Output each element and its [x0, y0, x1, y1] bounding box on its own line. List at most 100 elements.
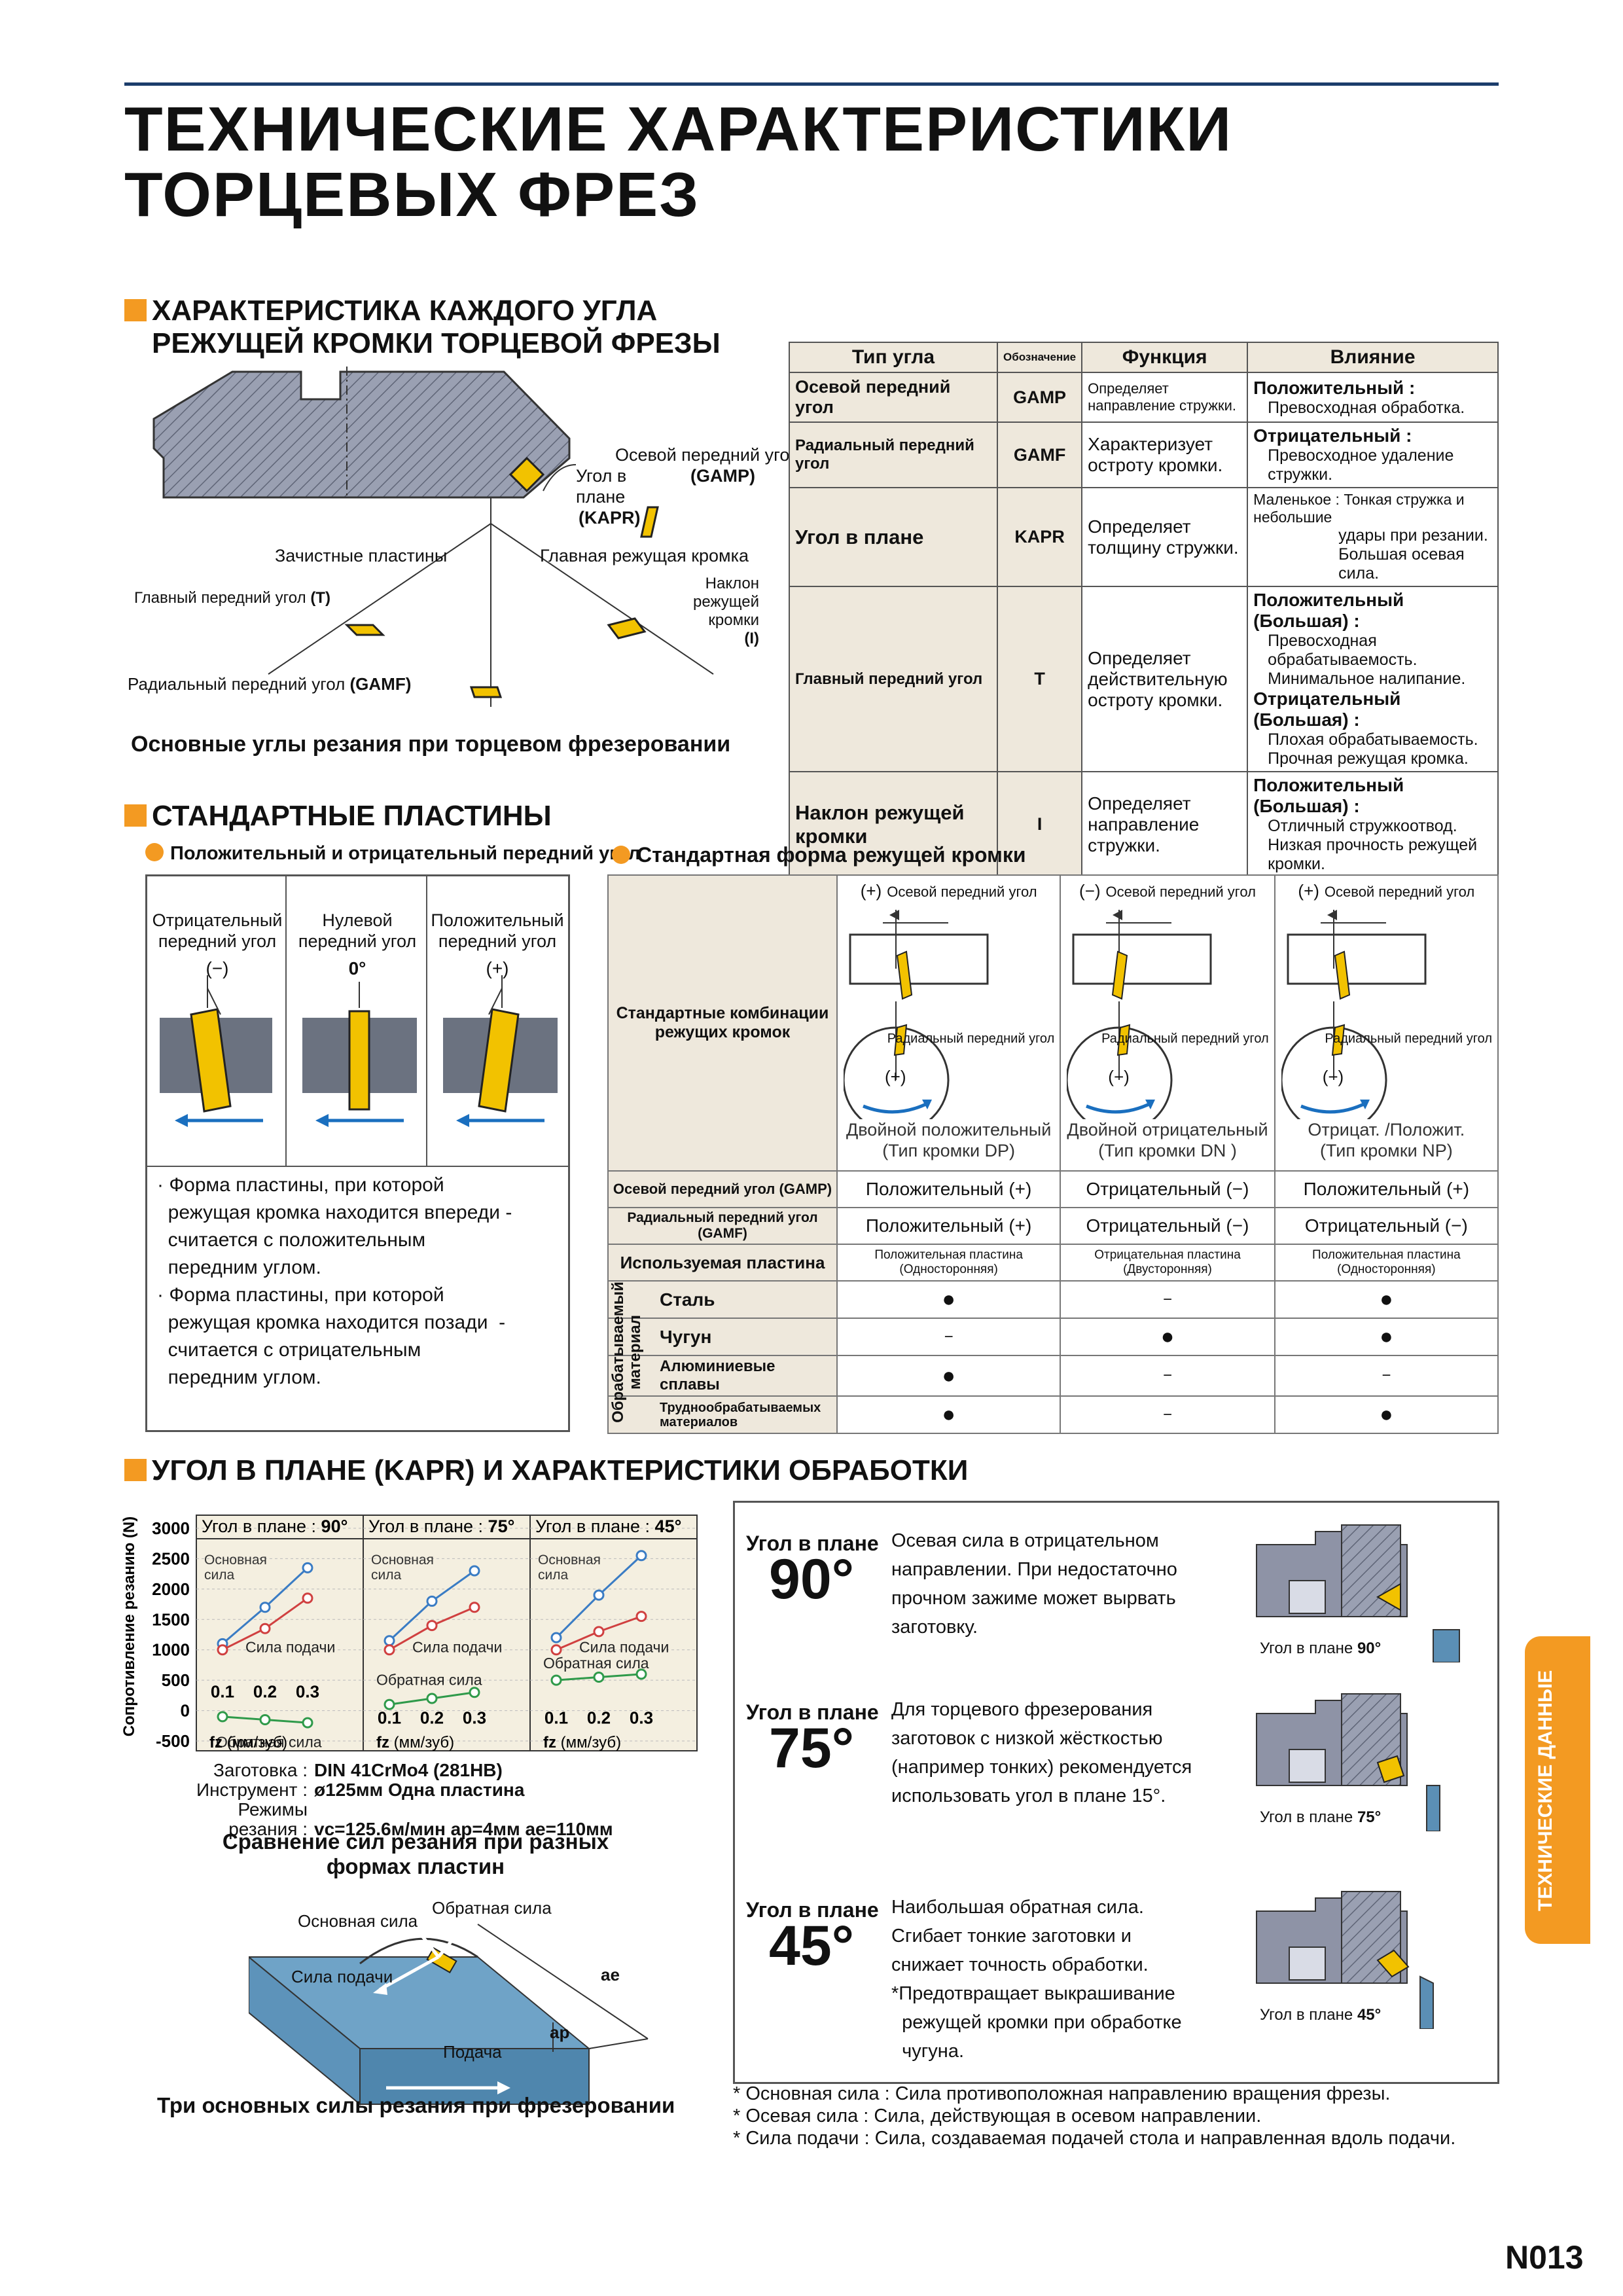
rake-name-2: передний угол	[158, 931, 277, 951]
rake-name-2: передний угол	[298, 931, 417, 951]
combo-name-1: Отрицат. /Положит.	[1308, 1120, 1465, 1139]
material-mark: ●	[1274, 1280, 1499, 1319]
data-point	[635, 1668, 647, 1680]
panel-title: Угол в плане : 90°	[202, 1516, 348, 1536]
orange-dot-icon	[145, 843, 164, 861]
cell: Положительный (+)	[1274, 1170, 1499, 1208]
heading-line-1: ХАРАКТЕРИСТИКА КАЖДОГО УГЛА	[152, 295, 658, 327]
y-tick-label: 500	[162, 1670, 190, 1690]
label-ap: ap	[550, 2022, 570, 2042]
combo-name: Двойной отрицательный (Тип кромки DN )	[1063, 1119, 1271, 1161]
data-point	[635, 1611, 647, 1623]
page-title: ТЕХНИЧЕСКИЕ ХАРАКТЕРИСТИКИ ТОРЦЕВЫХ ФРЕЗ	[124, 98, 1232, 226]
data-point	[593, 1672, 605, 1683]
orange-square-icon	[124, 299, 147, 321]
y-tick-label: 1500	[152, 1609, 190, 1629]
cell: Отрицательная пластина (Двусторонняя)	[1060, 1244, 1275, 1282]
material-row: Чугун−●●	[607, 1318, 1499, 1356]
kapr-0-drawing	[1256, 1524, 1460, 1662]
combo-name-2: (Тип кромки DN )	[1098, 1141, 1237, 1160]
kapr-img-label: Угол в плане 45°	[1260, 2006, 1381, 2024]
label-feed-force: Сила подачи	[291, 1967, 393, 1986]
kapr-img-label-text: Угол в плане	[1260, 2006, 1353, 2024]
data-point	[259, 1714, 271, 1725]
label-inclination: Наклон режущей кромки (I)	[638, 575, 759, 648]
right-sub-heading: Стандартная форма режущей кромки	[612, 843, 1026, 867]
kapr-img-label-text: Угол в плане	[1260, 1640, 1353, 1657]
chart-xlabel: fz (мм/зуб)	[209, 1734, 287, 1751]
cell-type: Главный передний угол	[789, 586, 998, 772]
condition-label: Режимы резания :	[228, 1799, 308, 1839]
data-point	[259, 1623, 271, 1634]
rake-angle-box	[145, 874, 570, 1432]
cell-type: Радиальный передний угол	[789, 422, 998, 488]
row-radial: Радиальный передний угол (GAMF) Положите…	[607, 1207, 1499, 1245]
label-radial-rake: Радиальный передний угол (GAMF)	[128, 674, 411, 694]
axial-label-text: Осевой передний угол	[1324, 884, 1475, 900]
material-name: Чугун	[607, 1318, 838, 1356]
th-code: Обозначение	[996, 342, 1083, 373]
orange-square-icon	[124, 1459, 147, 1481]
cell-type: Осевой передний угол	[789, 372, 998, 423]
row-insert-label: Используемая пластина	[607, 1244, 838, 1282]
cell-code: KAPR	[996, 487, 1083, 587]
kapr-2-drawing	[1256, 1891, 1434, 2029]
combo-name-2: (Тип кромки NP)	[1319, 1141, 1453, 1160]
combo-name-1: Двойной отрицательный	[1067, 1120, 1268, 1139]
label-axial-rake-code: (GAMP)	[690, 466, 755, 486]
material-row: Алюминиевые сплавы●−−	[607, 1355, 1499, 1397]
axial-label-text: Осевой передний угол	[1105, 884, 1256, 900]
positive-rake-drawing	[443, 975, 558, 1127]
combo-name: Отрицат. /Положит. (Тип кромки NP)	[1278, 1119, 1495, 1161]
forces-caption: Сравнение сил резания при разных формах …	[216, 1829, 615, 1879]
insert-inclination	[607, 617, 647, 639]
effect-line: Отрицательный (Большая) :	[1253, 689, 1401, 730]
combo-radial-label: Радиальный передний угол	[1101, 1031, 1269, 1046]
effect-line: Отрицательный :	[1253, 425, 1412, 446]
kapr-text-line: заготовку.	[891, 1617, 978, 1638]
cell-code: T	[996, 586, 1083, 772]
data-point	[550, 1674, 562, 1686]
data-point	[259, 1602, 271, 1613]
rake-description: · Форма пластины, при которой режущая кр…	[157, 1172, 563, 1391]
data-point	[383, 1635, 395, 1647]
rake-sign: 0°	[348, 958, 366, 978]
y-tick-label: 0	[181, 1701, 190, 1721]
zero-rake-drawing	[302, 982, 417, 1127]
insert-true-rake	[344, 624, 385, 636]
divider	[147, 1166, 568, 1167]
data-point	[383, 1698, 395, 1710]
x-tick-label: 0.2	[587, 1708, 611, 1728]
series-label: сила	[538, 1568, 568, 1583]
title-line-2: ТОРЦЕВЫХ ФРЕЗ	[124, 160, 700, 230]
kapr-text-line: заготовок с низкой жёсткостью	[891, 1728, 1163, 1749]
divider	[426, 876, 427, 1166]
rake-name-2: передний угол	[438, 931, 557, 951]
label-feed: Подача	[443, 2042, 502, 2062]
kapr-text-line: направлении. При недостаточно	[891, 1559, 1177, 1580]
x-tick-label: 0.2	[420, 1708, 444, 1728]
cell: Положительный (+)	[836, 1170, 1061, 1208]
condition-value: vc=125.6м/мин ap=4мм ae=110мм	[314, 1819, 613, 1839]
panel-title: Угол в плане : 45°	[535, 1516, 681, 1536]
combo-drawing	[1067, 910, 1212, 1119]
y-tick-label: 2500	[152, 1549, 190, 1568]
face-mill-angle-diagram	[152, 367, 714, 707]
material-mark: ●	[836, 1355, 1061, 1397]
kapr-text-line: режущей кромки при обработке	[891, 2012, 1182, 2033]
cell: Отрицательный (−)	[1060, 1170, 1275, 1208]
series-label: Сила подачи	[245, 1639, 335, 1656]
divider	[285, 876, 287, 1166]
kapr-text-line: (например тонких) рекомендуется	[891, 1757, 1192, 1778]
x-tick-label: 0.3	[630, 1708, 653, 1728]
combo-drawing	[844, 910, 989, 1119]
condition-label: Заготовка :	[213, 1760, 308, 1780]
side-tab[interactable]	[1525, 1636, 1590, 1944]
label-radial-rake-text: Радиальный передний угол	[128, 674, 346, 694]
effect-line: Положительный :	[1253, 377, 1416, 398]
cell-effect: Положительный (Большая) :Отличный стружк…	[1247, 771, 1499, 878]
